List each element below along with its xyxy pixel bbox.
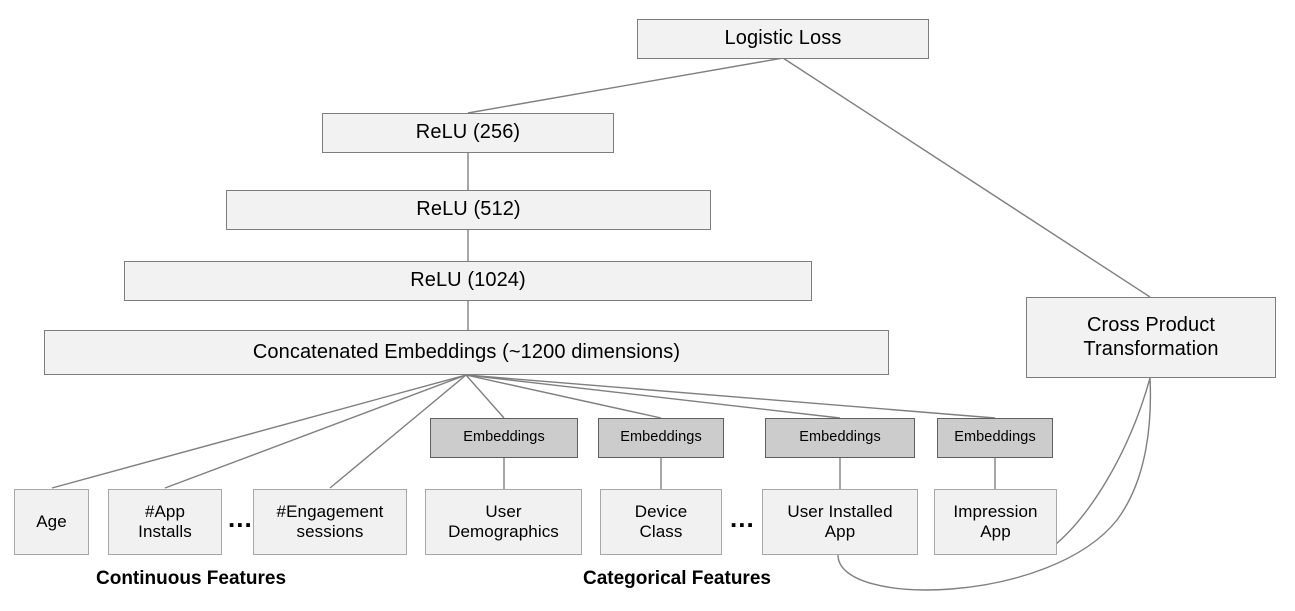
ellipsis-continuous: ... (228, 503, 253, 533)
node-relu-1024-label: ReLU (1024) (410, 269, 526, 292)
feature-box-label: Device Class (634, 501, 688, 541)
embedding-box-label: Embeddings (799, 429, 881, 446)
node-relu-512[interactable]: ReLU (512) (226, 190, 711, 230)
feature-box-label: Age (36, 511, 67, 531)
feature-box-age[interactable]: Age (14, 489, 89, 555)
node-concatenated-embeddings[interactable]: Concatenated Embeddings (~1200 dimension… (44, 330, 889, 375)
embedding-box-impression-app[interactable]: Embeddings (937, 418, 1053, 458)
embedding-box-label: Embeddings (463, 429, 545, 446)
feature-box-label: #App Installs (138, 501, 192, 541)
group-label-categorical-features: Categorical Features (583, 568, 771, 589)
embedding-box-user-demographics[interactable]: Embeddings (430, 418, 578, 458)
embedding-box-user-installed-app[interactable]: Embeddings (765, 418, 915, 458)
feature-box-user-installed-app[interactable]: User Installed App (762, 489, 918, 555)
embedding-box-label: Embeddings (620, 429, 702, 446)
feature-box-app-installs[interactable]: #App Installs (108, 489, 222, 555)
node-relu-256[interactable]: ReLU (256) (322, 113, 614, 153)
node-relu-256-label: ReLU (256) (415, 121, 521, 144)
edge-concat-to-embed-1 (465, 374, 505, 419)
edge-loss-to-relu256 (467, 57, 784, 114)
embedding-box-label: Embeddings (954, 429, 1036, 446)
feature-box-engagement-sessions[interactable]: #Engagement sessions (253, 489, 407, 555)
node-logistic-loss-label: Logistic Loss (724, 27, 842, 50)
edge-concat-to-embed-2 (465, 374, 662, 419)
feature-box-label: User Demographics (448, 501, 559, 541)
node-relu-512-label: ReLU (512) (416, 198, 521, 221)
node-cross-product-line-2: Transformation (1083, 337, 1219, 360)
group-label-continuous-features: Continuous Features (96, 568, 287, 589)
edge-concat-to-embed-4 (465, 374, 996, 419)
ellipsis-categorical: ... (730, 503, 755, 533)
edge-user-installed-app-to-crossproduct (837, 377, 1152, 591)
edge-loss-to-crossproduct (782, 57, 1151, 298)
feature-box-device-class[interactable]: Device Class (600, 489, 722, 555)
feature-box-impression-app[interactable]: Impression App (934, 489, 1057, 555)
node-cross-product-transformation[interactable]: Cross Product Transformation (1026, 297, 1276, 378)
edge-impression-app-to-crossproduct (1045, 377, 1151, 553)
feature-box-label: User Installed App (787, 501, 893, 541)
edge-concat-to-app-installs (164, 374, 467, 489)
embedding-box-device-class[interactable]: Embeddings (598, 418, 724, 458)
edge-concat-to-embed-3 (465, 374, 841, 419)
node-relu-1024[interactable]: ReLU (1024) (124, 261, 812, 301)
node-concatenated-embeddings-label: Concatenated Embeddings (~1200 dimension… (252, 340, 681, 363)
feature-box-user-demographics[interactable]: User Demographics (425, 489, 582, 555)
feature-box-label: Impression App (953, 501, 1038, 541)
node-cross-product-line-1: Cross Product (1086, 313, 1215, 336)
feature-box-label: #Engagement sessions (276, 501, 384, 541)
node-logistic-loss[interactable]: Logistic Loss (637, 19, 929, 59)
edge-concat-to-age (51, 374, 467, 489)
